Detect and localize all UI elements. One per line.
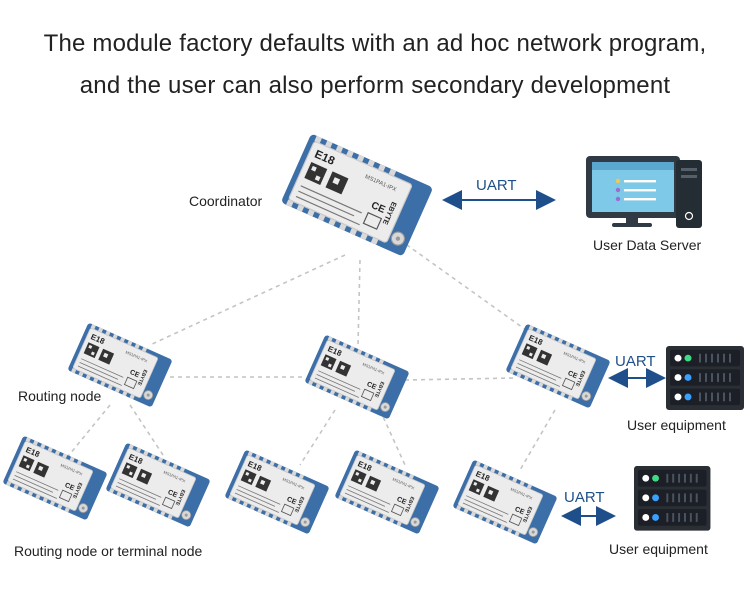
node-module-bl2: [104, 442, 212, 528]
network-links: [64, 239, 556, 471]
routing-or-terminal-label: Routing node or terminal node: [14, 543, 203, 559]
link-left-bl1: [64, 404, 111, 461]
uart-label-right-bottom: UART: [564, 489, 605, 506]
link-coordinator-left: [149, 254, 346, 346]
node-module-bl1: [1, 435, 109, 521]
user-equipment-server-icon-1: [665, 345, 745, 412]
link-center-bc2: [379, 409, 406, 466]
user-data-server-label: User Data Server: [593, 237, 702, 253]
routing-node-label: Routing node: [18, 388, 102, 404]
link-coordinator-right: [399, 239, 541, 341]
coordinator-label: Coordinator: [189, 193, 263, 209]
uart-label-top: UART: [476, 177, 517, 194]
link-center-right: [404, 377, 516, 381]
user-equipment-label-2: User equipment: [609, 541, 708, 557]
uart-label-right-mid: UART: [615, 353, 656, 370]
user-data-server-icon: [586, 156, 702, 228]
node-module-bc1: [223, 449, 331, 535]
title-line-2: and the user can also perform secondary …: [79, 72, 671, 99]
routing-module-right: [504, 323, 612, 409]
node-module-br: [451, 459, 559, 545]
user-equipment-server-icon-2: [633, 465, 712, 532]
link-coordinator-center: [357, 259, 361, 346]
node-module-bc2: [333, 449, 441, 535]
routing-module-center: [303, 334, 411, 420]
link-right-br: [519, 409, 556, 471]
link-center-bc1: [299, 409, 336, 466]
user-equipment-label-1: User equipment: [627, 417, 726, 433]
link-left-bl2: [129, 404, 166, 459]
coordinator-module: [280, 132, 434, 258]
title-line-1: The module factory defaults with an ad h…: [43, 30, 707, 57]
